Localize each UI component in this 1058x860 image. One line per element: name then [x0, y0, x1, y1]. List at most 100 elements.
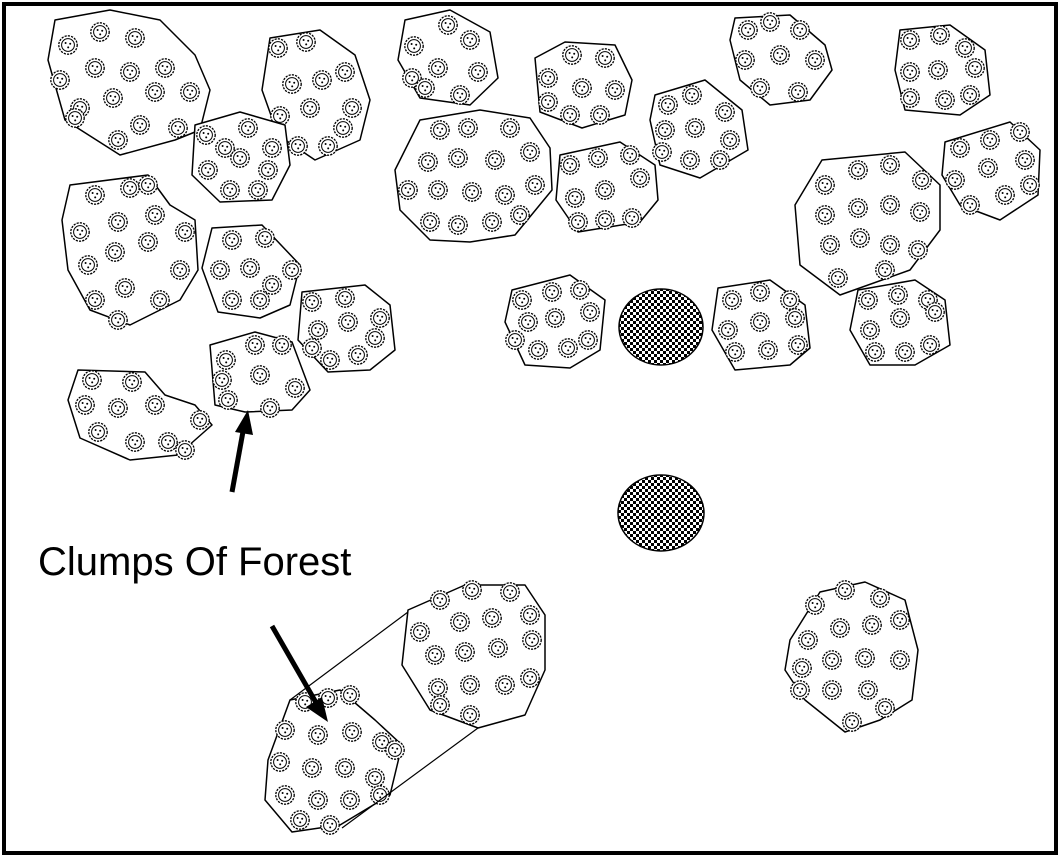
tree-crown-icon [282, 74, 302, 94]
tree-crown-icon [430, 120, 450, 140]
tree-crown-icon [275, 720, 295, 740]
tree-crown-icon [750, 78, 770, 98]
tree-crown-icon [108, 310, 128, 330]
tree-crown-icon [262, 138, 282, 158]
forest-clump [649, 79, 749, 179]
tree-crown-icon [85, 58, 105, 78]
tree-crown-icon [212, 370, 232, 390]
tree-crown-icon [58, 35, 78, 55]
tree-crown-icon [430, 590, 450, 610]
tree-crown-icon [858, 680, 878, 700]
tree-crown-icon [790, 20, 810, 40]
tree-crown-icon [562, 45, 582, 65]
arrow-shaft-upper [229, 425, 247, 493]
tree-crown-icon [945, 170, 965, 190]
forest-clump [209, 331, 311, 418]
tree-crown-icon [428, 678, 448, 698]
tree-crown-icon [510, 205, 530, 225]
tree-crown-icon [680, 150, 700, 170]
tree-crown-icon [428, 180, 448, 200]
forest-clump [47, 9, 211, 156]
tree-crown-icon [880, 155, 900, 175]
forest-clump [849, 279, 951, 366]
tree-crown-icon [865, 342, 885, 362]
tree-crown-icon [512, 290, 532, 310]
tree-crown-icon [218, 390, 238, 410]
forest-clump [794, 151, 941, 296]
tree-crown-icon [725, 342, 745, 362]
tree-crown-icon [1010, 122, 1030, 142]
tree-crown-icon [420, 212, 440, 232]
tree-crown-icon [260, 398, 280, 418]
tree-crown-icon [820, 235, 840, 255]
tree-crown-icon [125, 28, 145, 48]
tree-crown-icon [275, 785, 295, 805]
tree-crown-icon [155, 58, 175, 78]
tree-crown-icon [455, 642, 475, 662]
forest-clump [264, 685, 405, 835]
tree-crown-icon [65, 108, 85, 128]
tree-crown-icon [788, 82, 808, 102]
tree-crown-icon [890, 650, 910, 670]
tree-crown-icon [828, 268, 848, 288]
tree-crown-icon [108, 130, 128, 150]
tree-crown-icon [842, 712, 862, 732]
tree-crown-icon [290, 810, 310, 830]
tree-crown-icon [418, 152, 438, 172]
tree-crown-icon [82, 370, 102, 390]
tree-crown-icon [168, 118, 188, 138]
tree-crown-icon [460, 30, 480, 50]
tree-crown-icon [230, 148, 250, 168]
tree-crown-icon [588, 148, 608, 168]
forest-clump [394, 109, 553, 243]
tree-crown-icon [960, 85, 980, 105]
tree-crown-icon [798, 630, 818, 650]
clump-hull-line [289, 611, 409, 701]
tree-crown-icon [780, 290, 800, 310]
tree-crown-icon [70, 222, 90, 242]
tree-crown-icon [835, 580, 855, 600]
clump-hull-line [341, 727, 479, 829]
tree-crown-icon [312, 70, 332, 90]
tree-crown-icon [518, 312, 538, 332]
tree-crown-icon [282, 260, 302, 280]
tree-crown-icon [105, 242, 125, 262]
tree-crown-icon [520, 142, 540, 162]
tree-crown-icon [308, 725, 328, 745]
tree-crown-icon [450, 85, 470, 105]
tree-crown-icon [950, 138, 970, 158]
tree-crown-icon [900, 30, 920, 50]
tree-crown-icon [572, 78, 592, 98]
tree-crown-icon [320, 815, 340, 835]
tree-crown-icon [108, 212, 128, 232]
forest-clump [201, 224, 302, 319]
tree-crown-icon [198, 160, 218, 180]
tree-crown-icon [848, 160, 868, 180]
tree-crown-icon [120, 62, 140, 82]
tree-crown-icon [888, 285, 908, 305]
tree-crown-icon [365, 328, 385, 348]
tree-crown-icon [538, 92, 558, 112]
tree-crown-icon [482, 212, 502, 232]
tree-crown-icon [430, 695, 450, 715]
tree-crown-icon [170, 260, 190, 280]
tree-crown-icon [935, 90, 955, 110]
tree-crown-icon [860, 320, 880, 340]
tree-crown-icon [300, 98, 320, 118]
clearings-layer [617, 288, 705, 552]
tree-crown-icon [910, 202, 930, 222]
tree-crown-icon [285, 378, 305, 398]
tree-crown-icon [870, 588, 890, 608]
tree-crown-icon [438, 15, 458, 35]
tree-crown-icon [822, 650, 842, 670]
tree-crown-icon [78, 255, 98, 275]
tree-crown-icon [270, 752, 290, 772]
tree-crown-icon [578, 330, 598, 350]
tree-crown-icon [342, 98, 362, 118]
tree-crown-icon [370, 308, 390, 328]
tree-crown-icon [320, 350, 340, 370]
tree-crown-icon [288, 136, 308, 156]
tree-crown-icon [630, 168, 650, 188]
tree-crown-icon [655, 120, 675, 140]
tree-crown-icon [335, 62, 355, 82]
